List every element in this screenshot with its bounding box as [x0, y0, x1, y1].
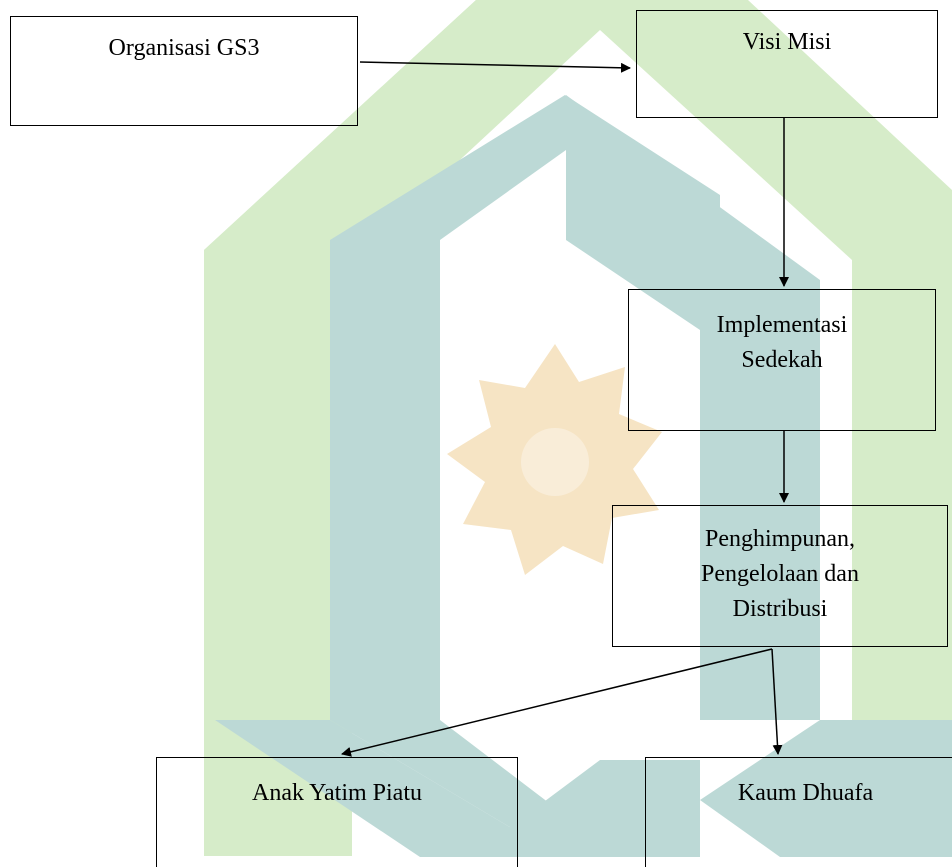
- node-anak-yatim-label: Anak Yatim Piatu: [251, 780, 422, 806]
- node-penghimpunan-line-3: Distribusi: [732, 596, 828, 622]
- node-implementasi-line-2: Sedekah: [741, 347, 823, 373]
- node-kaum-dhuafa-label: Kaum Dhuafa: [737, 780, 874, 806]
- node-implementasi-line-1: Implementasi: [716, 312, 848, 338]
- node-visi-misi-label: Visi Misi: [742, 29, 832, 55]
- node-kaum-dhuafa: Kaum Dhuafa: [645, 757, 952, 867]
- node-penghimpunan-line-1: Penghimpunan,: [705, 526, 855, 552]
- node-penghimpunan-label: Penghimpunan, Pengelolaan dan Distribusi: [613, 522, 947, 627]
- watermark-star: [447, 344, 662, 575]
- watermark-chevron-left: [215, 720, 560, 857]
- node-organisasi: Organisasi GS3: [10, 16, 358, 126]
- arrow-peng-to-anak: [341, 648, 773, 757]
- arrow-peng-to-kaum: [771, 648, 783, 755]
- node-organisasi-label: Organisasi GS3: [108, 35, 260, 61]
- node-penghimpunan-line-2: Pengelolaan dan: [701, 561, 859, 587]
- watermark-chevron-center: [470, 760, 700, 857]
- watermark-outer-arch-left: [204, 0, 520, 760]
- node-anak-yatim: Anak Yatim Piatu: [156, 757, 518, 867]
- watermark-inner-arch-right: [566, 95, 820, 720]
- node-visi-misi: Visi Misi: [636, 10, 938, 118]
- node-implementasi-label: Implementasi Sedekah: [629, 308, 935, 378]
- node-penghimpunan: Penghimpunan, Pengelolaan dan Distribusi: [612, 505, 948, 647]
- node-implementasi: Implementasi Sedekah: [628, 289, 936, 431]
- watermark-inner-arch: [330, 95, 720, 720]
- watermark-chevron-right: [700, 720, 952, 857]
- arrow-org-to-visi: [359, 61, 631, 73]
